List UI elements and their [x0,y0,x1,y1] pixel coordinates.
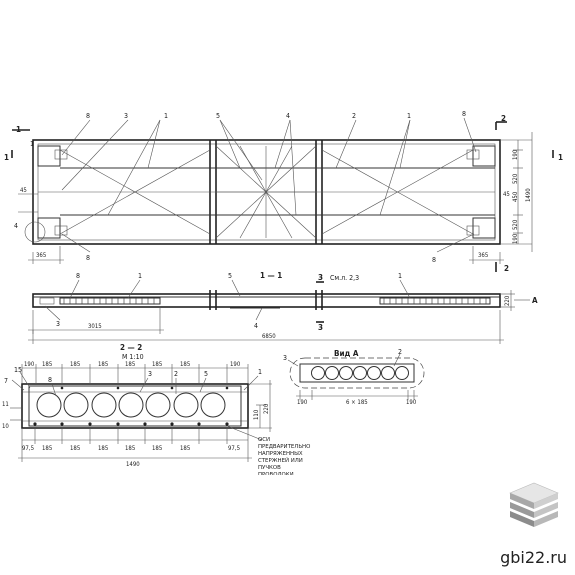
plan-section-mark-2-bottom: 2 [504,264,509,273]
view-a-dim-190-left: 190 [297,399,308,406]
cross-callout-2: 2 [174,370,178,378]
elevation-section-mark-bottom: 3 [318,323,323,332]
elevation-dim-220: 220 [504,295,511,306]
site-watermark[interactable]: gbi22.ru [500,548,567,567]
elevation-callout-5: 5 [228,272,232,280]
elevation-labels: 1 — 1 См.л. 2,3 8 1 5 1 3 4 3 3 220 A 30… [56,271,538,340]
cross-section-outline [21,383,249,429]
cross-callout-5: 5 [204,370,208,378]
cross-bottom-dim-4: 185 [125,445,135,452]
cross-section-note-box: Оси предварительно напряженных стержней … [258,437,311,475]
plan-dim-365-left: 365 [36,252,46,259]
cross-left-dim-11: 11 [2,401,9,408]
cross-bottom-dim-0: 97,5 [22,445,34,452]
plan-callout-4-left: 4 [14,222,18,230]
cross-top-dim-5: 185 [152,361,162,368]
plan-section-mark-right: 1 [558,153,563,162]
plan-dim-450: 450 [512,191,519,202]
plan-callout-4: 4 [286,112,290,120]
cross-top-dim-4: 185 [125,361,135,368]
plan-section-mark-left: 1 [4,153,9,162]
plan-dim-190-top: 190 [512,149,519,160]
cross-section-labels: 2 — 2 М 1:10 190 185 185 185 185 185 185… [2,343,311,475]
elevation-dim-6850: 6850 [262,333,276,340]
elevation-note: См.л. 2,3 [330,274,359,282]
cross-section-title: 2 — 2 [120,343,142,352]
cross-section-rebar-dots [33,386,229,426]
cross-top-dim-3: 185 [98,361,108,368]
plan-dim-45-left: 45 [20,187,27,194]
view-a-dim-190-right: 190 [406,399,417,406]
cross-callout-1: 1 [258,368,262,376]
plan-callout-1-right: 1 [407,112,411,120]
cross-top-dim-7: 190 [230,361,241,368]
plan-dim-45-right: 45 [503,191,510,198]
plan-callout-8-left: 8 [86,112,90,120]
cross-callout-15: 15 [14,366,22,374]
cross-section-2-2 [10,364,272,462]
cross-bottom-dim-3: 185 [98,445,108,452]
view-a-dim-6x185: 6 × 185 [346,399,368,406]
elevation-section-title: 1 — 1 [260,271,282,280]
elevation-view-mark: A [532,296,538,305]
view-a-callout-2: 2 [398,348,402,356]
cross-callout-7: 7 [4,377,8,385]
plan-slab-outline [32,139,501,245]
cross-callout-8: 8 [48,376,52,384]
elevation-callout-1-right: 1 [398,272,402,280]
cross-bottom-dim-5: 185 [152,445,162,452]
cross-right-dim-110: 110 [253,409,260,420]
view-a-callout-3: 3 [283,354,287,362]
plan-callout-8-bottom-left: 8 [86,254,90,262]
plan-section-mark-2-top: 2 [501,114,506,123]
view-a [287,353,425,400]
slab-stack-logo [509,482,559,527]
plan-view [11,117,554,272]
cross-right-dim-220: 220 [263,403,270,414]
cross-left-dim-10: 10 [2,423,9,430]
elevation-1-1 [28,279,530,344]
cross-bottom-dim-6: 185 [180,445,190,452]
plan-callout-2: 2 [352,112,356,120]
plan-dim-190-bottom: 190 [512,233,519,244]
plan-callout-1-left: 1 [30,140,34,148]
view-a-title: Вид А [334,349,359,358]
elevation-callout-3: 3 [56,320,60,328]
elevation-callout-1: 1 [138,272,142,280]
elevation-dim-3015: 3015 [88,323,102,330]
elevation-callout-8: 8 [76,272,80,280]
cross-section-voids [36,392,226,418]
plan-callout-3: 3 [124,112,128,120]
cross-bottom-dim-7: 97,5 [228,445,240,452]
plan-labels: 1 1 2 2 1 1 8 3 1 5 4 2 1 8 4 8 8 45 45 … [4,110,563,273]
cross-top-dim-6: 185 [180,361,190,368]
plan-dim-520-bottom: 520 [512,219,519,230]
plan-callout-5: 5 [216,112,220,120]
plan-callout-1: 1 [164,112,168,120]
cross-top-dim-2: 185 [70,361,80,368]
plan-dim-520-top: 520 [512,173,519,184]
cross-total-width: 1490 [126,461,140,468]
elevation-section-mark-top: 3 [318,273,323,282]
cross-section-scale: М 1:10 [122,353,144,361]
plan-dim-1490: 1490 [525,188,532,202]
cross-top-dim-1: 185 [42,361,52,368]
cross-bottom-dim-1: 185 [42,445,52,452]
elevation-slab-outline [32,293,501,308]
plan-dim-365-right: 365 [478,252,488,259]
cross-callout-3: 3 [148,370,152,378]
plan-section-mark-left-top: 1 [16,125,21,134]
plan-callout-8-bottom-right: 8 [432,256,436,264]
plan-callout-8-right: 8 [462,110,466,118]
cross-top-dim-0: 190 [24,361,35,368]
elevation-callout-4: 4 [254,322,258,330]
cross-bottom-dim-2: 185 [70,445,80,452]
view-a-labels: Вид А 3 2 190 6 × 185 190 [283,348,417,406]
cross-section-note: Оси предварительно напряженных стержней … [258,437,311,475]
